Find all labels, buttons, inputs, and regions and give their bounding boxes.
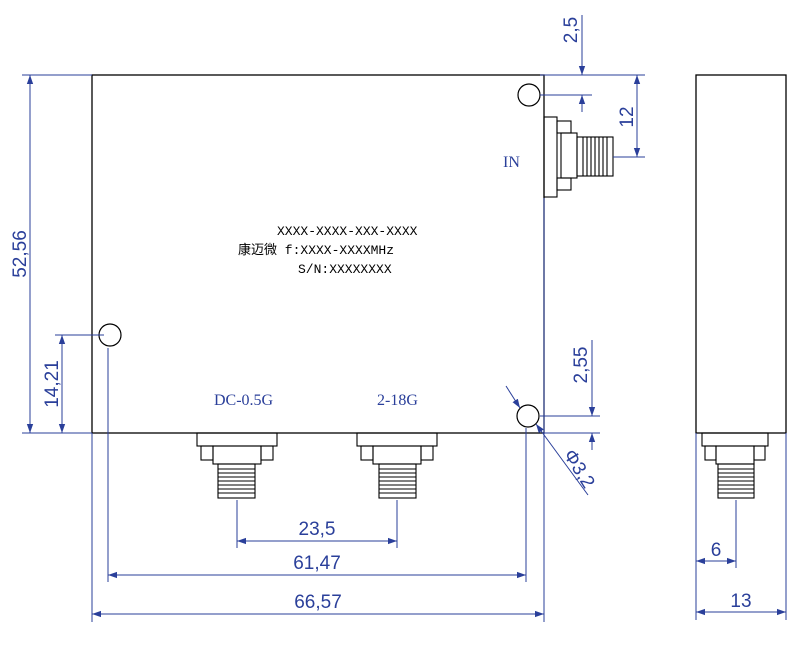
mount-hole-bottom-right — [516, 404, 540, 428]
dim-hole-bottom-offset — [540, 340, 600, 450]
dim-hole-left-height-text: 14,21 — [42, 360, 63, 408]
plate-serial: S/N:XXXXXXXX — [298, 262, 392, 277]
dim-hole-spacing-text: 61,47 — [293, 553, 341, 574]
dim-side-connector-offset — [695, 433, 737, 568]
in-connector — [543, 116, 614, 198]
dim-connector-spacing-text: 23,5 — [299, 519, 336, 540]
dim-connector-spacing — [236, 500, 398, 548]
plate-model: XXXX-XXXX-XXX-XXXX — [277, 224, 418, 239]
side-view-body — [695, 74, 787, 434]
dim-hole-diameter-text: Φ3,2 — [559, 446, 599, 492]
dim-width-total — [91, 198, 545, 622]
dim-hole-bottom-offset-text: 2,55 — [571, 347, 592, 384]
plate-frequency: 康迈微 f:XXXX-XXXXMHz — [238, 242, 394, 258]
mount-hole-top-right — [517, 83, 541, 107]
connector-2-18g-thread — [379, 468, 416, 494]
dim-in-connector — [613, 75, 645, 158]
dim-side-depth — [695, 433, 787, 620]
port-low-label: DC-0.5G — [214, 392, 274, 409]
connector-dc-0-5g — [196, 432, 278, 499]
connector-dc-0-5g-thread — [218, 468, 255, 494]
dim-hole-left-height — [55, 334, 104, 433]
dim-hole-diameter — [505, 385, 589, 496]
dim-top-offset-text: 2,5 — [561, 17, 582, 43]
connector-2-18g — [356, 432, 438, 499]
dim-height-total — [22, 74, 92, 434]
in-connector-thread — [582, 137, 608, 176]
dim-top-offset — [540, 15, 645, 112]
dim-in-connector-text: 12 — [617, 106, 638, 127]
dim-height-total-text: 52,56 — [10, 230, 31, 278]
side-view-connector — [701, 432, 769, 499]
in-label: IN — [503, 154, 520, 171]
dim-hole-spacing — [107, 348, 527, 582]
dim-side-connector-offset-text: 6 — [711, 540, 722, 561]
port-high-label: 2-18G — [377, 392, 418, 409]
dim-side-depth-text: 13 — [730, 591, 751, 612]
dim-width-total-text: 66,57 — [294, 592, 342, 613]
